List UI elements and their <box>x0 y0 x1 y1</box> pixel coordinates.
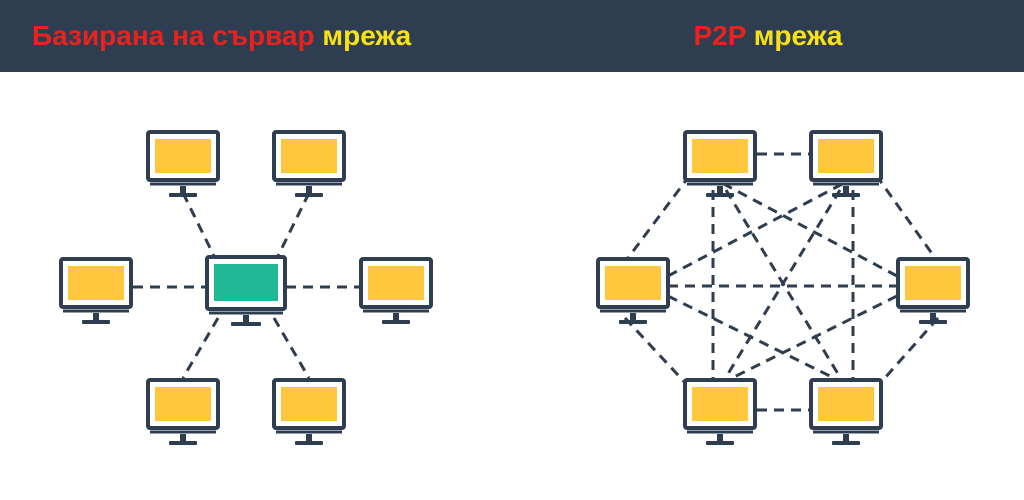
server-network-title-part2: мрежа <box>322 20 412 51</box>
monitor-icon <box>272 378 346 445</box>
p2p-network-title-part2: мрежа <box>753 20 843 51</box>
monitor-icon <box>809 378 883 445</box>
monitor-icon <box>59 257 133 324</box>
link-server-top-right <box>275 192 311 259</box>
link-p2p-l-bl <box>623 316 692 390</box>
p2p-network-nodes <box>596 130 970 445</box>
p2p-network-title-part1: P2P <box>693 20 746 51</box>
server-network-title-part1: Базирана на сървар <box>32 20 315 51</box>
server-network-title: Базирана на сървар мрежа <box>32 18 411 54</box>
monitor-icon <box>896 257 970 324</box>
monitor-icon <box>146 130 220 197</box>
link-p2p-l-tr <box>667 180 847 278</box>
link-p2p-r-br <box>874 317 940 389</box>
link-server-bottom-left <box>181 317 220 379</box>
link-server-bottom-right <box>272 317 311 379</box>
link-p2p-tr-bl <box>721 189 842 383</box>
server-network-nodes <box>59 130 433 445</box>
link-p2p-r-bl <box>719 294 898 386</box>
p2p-network-links <box>623 152 940 412</box>
monitor-icon <box>359 257 433 324</box>
header-bar: Базирана на сървар мрежа P2P мрежа <box>0 0 1024 72</box>
link-p2p-l-br <box>667 294 847 386</box>
link-server-top-left <box>181 192 217 259</box>
monitor-icon <box>272 130 346 197</box>
monitor-icon <box>683 130 757 197</box>
link-p2p-tr-r <box>874 174 940 263</box>
p2p-network-title: P2P мрежа <box>0 18 1024 54</box>
monitor-icon <box>683 378 757 445</box>
monitor-icon <box>809 130 883 197</box>
server-monitor-icon <box>205 255 287 326</box>
link-p2p-tl-br <box>724 189 845 383</box>
link-p2p-tl-l <box>623 174 692 263</box>
monitor-icon <box>146 378 220 445</box>
monitor-icon <box>596 257 670 324</box>
link-p2p-r-tl <box>719 180 898 278</box>
server-network-links <box>133 192 359 379</box>
